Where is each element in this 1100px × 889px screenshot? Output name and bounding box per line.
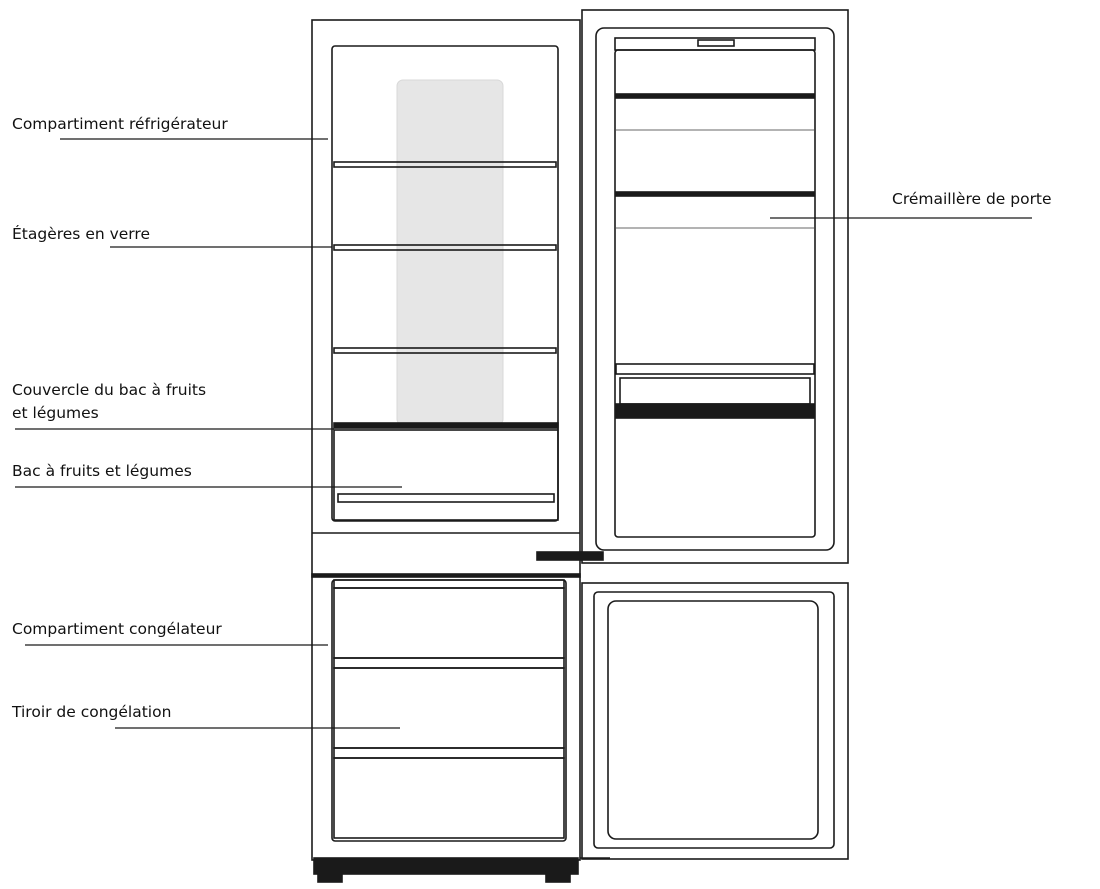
rear-panel	[396, 79, 504, 426]
crisper-cover	[333, 422, 559, 429]
label-fridge-compartment: Compartiment réfrigérateur	[12, 115, 228, 133]
freezer-door-inner	[593, 591, 835, 849]
fridge-door-inner	[595, 27, 835, 551]
label-freezer-compartment: Compartiment congélateur	[12, 620, 222, 638]
fridge-interior	[331, 45, 559, 522]
mullion	[311, 573, 581, 578]
label-crisper: Bac à fruits et légumes	[12, 462, 192, 480]
freezer-drawers	[333, 579, 565, 839]
glass-shelves	[333, 161, 557, 354]
label-freezer-drawer: Tiroir de congélation	[12, 703, 172, 721]
fridge-handle	[536, 551, 604, 561]
fridge-door	[581, 9, 849, 564]
label-crisper-cover-line1: Couvercle du bac à fruits	[12, 381, 207, 399]
freezer-interior	[331, 579, 567, 842]
label-glass-shelves: Étagères en verre	[12, 225, 150, 243]
base-plinth	[313, 857, 579, 875]
crisper-drawer	[333, 429, 559, 521]
freezer-door	[581, 582, 849, 860]
foot-right	[545, 871, 571, 883]
label-crisper-cover-line2: et légumes	[12, 404, 99, 422]
label-door-rack: Crémaillère de porte	[892, 190, 1052, 208]
foot-left	[317, 871, 343, 883]
door-racks	[615, 93, 815, 419]
